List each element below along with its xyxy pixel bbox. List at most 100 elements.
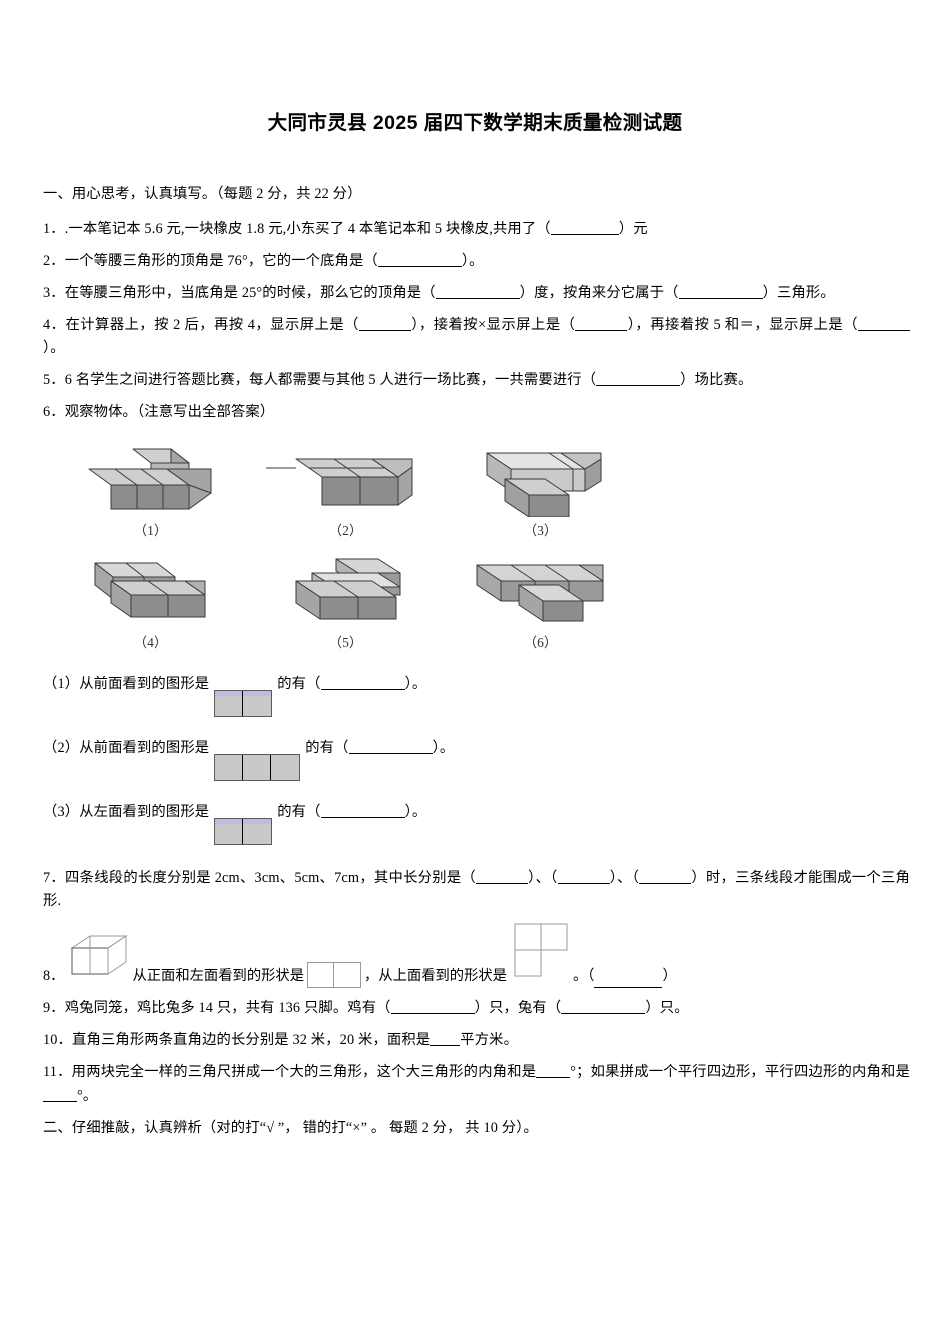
answer-blank[interactable] <box>557 870 610 884</box>
answer-blank[interactable] <box>320 804 405 818</box>
figure-2-caption: （2） <box>328 522 363 538</box>
question-6: 6．观察物体。（注意写出全部答案） <box>43 401 910 424</box>
question-11-number: 11． <box>43 1064 72 1081</box>
sub-question-2: （2）从前面看到的图形是的有（）。 <box>43 737 910 781</box>
figure-2: （2） <box>248 439 443 547</box>
answer-blank[interactable] <box>320 676 405 690</box>
figure-3: （3） <box>443 439 638 547</box>
answer-blank[interactable] <box>377 253 462 267</box>
question-4: 4．在计算器上，按 2 后，再按 4，显示屏上是（），接着按×显示屏上是（），再… <box>43 314 911 360</box>
question-10-text-b: 平方米。 <box>460 1032 519 1049</box>
sub-question-3: （3）从左面看到的图形是的有（）。 <box>43 801 910 845</box>
question-2-number: 2． <box>43 252 65 269</box>
question-7-text-a: 四条线段的长度分别是 2cm、3cm、5cm、7cm，其中长分别是（ <box>65 869 476 886</box>
figure-4-art <box>53 551 248 629</box>
question-7-number: 7． <box>43 869 66 886</box>
sub-question-1-text-a: 从前面看到的图形是 <box>79 675 210 692</box>
answer-blank[interactable] <box>550 221 619 235</box>
figure-5-caption: （5） <box>328 634 363 650</box>
answer-blank[interactable] <box>435 285 520 299</box>
question-9-text-b: ）只，兔有（ <box>474 1000 562 1017</box>
answer-blank[interactable] <box>348 740 433 754</box>
question-3-text-b: ）度，按角来分它属于（ <box>519 284 679 301</box>
answer-blank[interactable] <box>596 373 681 387</box>
answer-blank[interactable] <box>536 1065 571 1079</box>
sub-question-1-text-c: ）。 <box>404 675 427 692</box>
answer-blank[interactable] <box>358 317 411 332</box>
answer-blank[interactable] <box>639 870 692 884</box>
two-by-two-block-icon <box>265 458 412 506</box>
figure-1-caption: （1） <box>133 522 168 538</box>
question-11-text-b: °；如果拼成一个平行四边形，平 <box>570 1064 780 1081</box>
answer-blank[interactable] <box>575 317 628 332</box>
sub-question-2-label: （2） <box>43 739 80 756</box>
question-6-number: 6． <box>43 404 65 421</box>
question-9-number: 9． <box>43 1000 65 1017</box>
question-8-number: 8． <box>43 967 65 984</box>
question-7-text-e: 能围成一个三角形. <box>43 869 911 909</box>
answer-blank[interactable] <box>430 1033 461 1047</box>
figure-4: （4） <box>53 551 248 655</box>
answer-blank[interactable] <box>390 1001 475 1015</box>
question-8-text-c: 。（ <box>572 967 595 984</box>
question-1-number: 1． <box>43 220 65 237</box>
question-2-text-a: 一个等腰三角形的顶角是 76°，它的一个底角是（ <box>64 252 378 269</box>
figure-5: （5） <box>248 551 443 655</box>
sub-question-2-text-b: 的有（ <box>305 739 349 756</box>
answer-blank[interactable] <box>476 870 528 884</box>
sub-question-1-label: （1） <box>43 675 80 692</box>
figure-6: （6） <box>443 551 638 655</box>
three-cubes-with-top-cube-icon <box>88 448 211 510</box>
sub-question-3-text-c: ）。 <box>404 803 427 820</box>
question-10-number: 10． <box>43 1032 73 1049</box>
question-9-text-c: ）只。 <box>645 1000 689 1017</box>
observation-figures: （1） <box>43 439 910 655</box>
sub-question-3-text-a: 从左面看到的图形是 <box>79 803 210 820</box>
question-7-text-c: ）、（ <box>609 869 640 886</box>
sub-question-2-text-a: 从前面看到的图形是 <box>79 739 210 756</box>
figure-6-art <box>443 551 638 629</box>
figure-4-caption: （4） <box>133 634 168 650</box>
question-2-text-b: ）。 <box>461 252 484 269</box>
figure-row-1: （1） <box>53 439 673 547</box>
question-11-text-c: 行四边形的内角和是 <box>779 1064 911 1081</box>
page-title: 大同市灵县 2025 届四下数学期末质量检测试题 <box>267 112 683 134</box>
view-shape-three-cells-icon <box>214 753 301 781</box>
figure-1: （1） <box>53 439 248 547</box>
question-11-text-a: 用两块完全一样的三角尺拼成一个大的三角形，这个大三角形的内角和是 <box>71 1064 537 1081</box>
question-3-text-a: 在等腰三角形中，当底角是 25°的时候，那么它的顶角是（ <box>64 284 436 301</box>
section-one-heading: 一、用心思考，认真填写。（每题 2 分，共 22 分） <box>43 186 362 203</box>
stepped-block-icon <box>295 558 400 620</box>
question-5-number: 5． <box>43 372 65 389</box>
question-5-text-b: ）场比赛。 <box>680 372 753 389</box>
question-1-text-b: ）元 <box>618 220 648 237</box>
question-9-text-a: 鸡兔同笼，鸡比兔多 14 只，共有 136 只脚。鸡有（ <box>64 1000 391 1017</box>
view-shape-two-cells-icon <box>214 817 273 845</box>
row-three-with-front-cube-icon <box>476 564 603 622</box>
question-8-text-a: 从正面和左面看到的形状是 <box>132 967 305 984</box>
answer-blank[interactable] <box>43 1088 77 1102</box>
question-5: 5．6 名学生之间进行答题比赛，每人都需要与其他 5 人进行一场比赛，一共需要进… <box>43 369 910 392</box>
question-8-text-b: ，从上面看到的形状是 <box>364 967 507 984</box>
figure-5-art <box>248 551 443 629</box>
sub-question-1-text-b: 的有（ <box>277 675 321 692</box>
answer-blank[interactable] <box>594 975 663 989</box>
front-view-two-cells-icon <box>307 962 362 989</box>
question-4-number: 4． <box>43 317 66 334</box>
question-2: 2．一个等腰三角形的顶角是 76°，它的一个底角是（ ）。 <box>43 250 910 273</box>
sub-question-1: （1）从前面看到的图形是 的有（ ）。 <box>43 673 910 717</box>
question-4-text-b: ），接着按×显示屏上是（ <box>410 317 576 334</box>
answer-blank[interactable] <box>561 1001 646 1015</box>
question-4-text-d: ）。 <box>43 340 65 357</box>
question-3-number: 3． <box>43 284 65 301</box>
question-5-text-a: 6 名学生之间进行答题比赛，每人都需要与其他 5 人进行一场比赛，一共需要进行（ <box>64 372 597 389</box>
answer-blank[interactable] <box>858 317 911 332</box>
question-3-text-c: ）三角形。 <box>762 284 835 301</box>
question-9: 9．鸡兔同笼，鸡比兔多 14 只，共有 136 只脚。鸡有（ ）只，兔有（ ）只。 <box>43 997 910 1020</box>
question-7: 7．四条线段的长度分别是 2cm、3cm、5cm、7cm，其中长分别是（）、（）… <box>43 867 910 913</box>
question-1: 1．.一本笔记本 5.6 元,一块橡皮 1.8 元,小东买了 4 本笔记本和 5… <box>43 218 910 241</box>
answer-blank[interactable] <box>678 285 763 299</box>
offset-two-rows-icon <box>94 562 205 618</box>
figure-row-2: （4） <box>53 551 673 655</box>
top-view-l-shape-icon <box>511 922 569 988</box>
